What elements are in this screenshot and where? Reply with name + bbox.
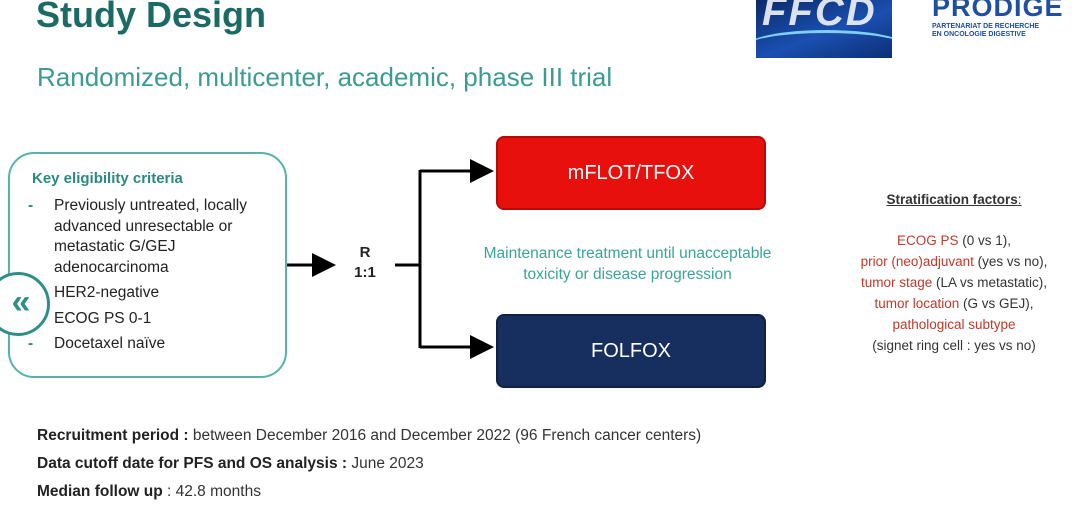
factor-name: tumor stage bbox=[860, 275, 933, 290]
maintenance-note: Maintenance treatment until unacceptable… bbox=[460, 243, 795, 285]
eligibility-item-text: HER2-negative bbox=[54, 284, 160, 301]
eligibility-item-text: ECOG PS 0-1 bbox=[54, 309, 152, 327]
eligibility-title: Key eligibility criteria bbox=[32, 170, 183, 187]
median-follow-up: Median follow up : 42.8 months bbox=[37, 478, 701, 506]
eligibility-item: -HER2-negative bbox=[28, 283, 283, 304]
factor-levels: (LA vs metastatic), bbox=[932, 275, 1048, 290]
eligibility-list: - Previously untreated, locally advanced … bbox=[28, 196, 283, 360]
stratification-title-text: Stratification factors bbox=[886, 192, 1018, 207]
eligibility-item: - Previously untreated, locally advanced … bbox=[28, 196, 283, 278]
cutoff-value: June 2023 bbox=[347, 455, 424, 472]
stratification-row: tumor location (G vs GEJ), bbox=[845, 293, 1063, 314]
factor-name: ECOG PS bbox=[896, 233, 959, 248]
back-button[interactable]: « bbox=[0, 272, 50, 336]
followup-label: Median follow up bbox=[37, 483, 163, 500]
bullet-dash: - bbox=[28, 197, 34, 214]
recruitment-value: between December 2016 and December 2022 … bbox=[188, 427, 702, 444]
factor-name: tumor location bbox=[874, 296, 960, 311]
stratification-row: (signet ring cell : yes vs no) bbox=[845, 335, 1063, 356]
maintenance-line-2: toxicity or disease progression bbox=[523, 266, 732, 283]
arm1-label: mFLOT/TFOX bbox=[567, 161, 695, 184]
stratification-title: Stratification factors: bbox=[845, 189, 1063, 210]
randomization-ratio: 1:1 bbox=[354, 264, 376, 281]
ffcd-logo-text: FFCD bbox=[762, 0, 877, 34]
factor-levels: (yes vs no), bbox=[973, 254, 1048, 269]
factor-levels: (0 vs 1), bbox=[958, 233, 1012, 248]
double-chevron-left-icon: « bbox=[11, 282, 31, 321]
recruitment-period: Recruitment period : between December 20… bbox=[37, 422, 701, 450]
stratification-row: prior (neo)adjuvant (yes vs no), bbox=[845, 251, 1063, 272]
arm2-label: FOLFOX bbox=[590, 339, 671, 362]
eligibility-item: - Docetaxel naïve bbox=[28, 334, 283, 355]
treatment-arm-folfox: FOLFOX bbox=[496, 314, 766, 388]
eligibility-item-text: Previously untreated, locally advanced u… bbox=[54, 197, 247, 276]
ffcd-logo: FFCD bbox=[756, 0, 892, 58]
stratification-row: tumor stage (LA vs metastatic), bbox=[845, 272, 1063, 293]
eligibility-item: -ECOG PS 0-1 bbox=[28, 309, 283, 330]
factor-name: pathological subtype bbox=[892, 317, 1016, 332]
stratification-title-colon: : bbox=[1017, 192, 1022, 207]
eligibility-item-text: Docetaxel naïve bbox=[54, 335, 166, 352]
bullet-dash: - bbox=[28, 335, 34, 352]
slide-subtitle: Randomized, multicenter, academic, phase… bbox=[37, 62, 613, 92]
ffcd-logo-swoosh bbox=[756, 30, 892, 58]
factor-levels: (G vs GEJ), bbox=[959, 296, 1034, 311]
stratification-row: ECOG PS (0 vs 1), bbox=[845, 230, 1063, 251]
prodige-logo-name: PRODIGE bbox=[932, 0, 1064, 22]
randomization-label: R 1:1 bbox=[348, 243, 382, 283]
randomization-r: R bbox=[359, 244, 371, 261]
data-cutoff: Data cutoff date for PFS and OS analysis… bbox=[37, 450, 701, 478]
factor-levels: (signet ring cell : yes vs no) bbox=[872, 338, 1036, 353]
cutoff-label: Data cutoff date for PFS and OS analysis… bbox=[37, 455, 348, 472]
followup-value: : 42.8 months bbox=[162, 483, 261, 500]
prodige-logo-tagline-2: EN ONCOLOGIE DIGESTIVE bbox=[932, 31, 1026, 38]
recruitment-label: Recruitment period : bbox=[37, 427, 189, 444]
stratification-factors: Stratification factors: ECOG PS (0 vs 1)… bbox=[845, 189, 1063, 356]
prodige-logo: PRODIGE PARTENARIAT DE RECHERCHE EN ONCO… bbox=[932, 0, 1072, 39]
study-details: Recruitment period : between December 20… bbox=[37, 422, 701, 506]
prodige-logo-tagline-1: PARTENARIAT DE RECHERCHE bbox=[932, 23, 1040, 30]
treatment-arm-mflot-tfox: mFLOT/TFOX bbox=[496, 136, 766, 210]
stratification-row: pathological subtype bbox=[845, 314, 1063, 335]
eligibility-criteria-box: Key eligibility criteria - Previously unt… bbox=[8, 152, 287, 378]
slide-title: Study Design bbox=[36, 0, 267, 35]
factor-name: prior (neo)adjuvant bbox=[860, 254, 974, 269]
maintenance-line-1: Maintenance treatment until unacceptable bbox=[483, 245, 772, 262]
